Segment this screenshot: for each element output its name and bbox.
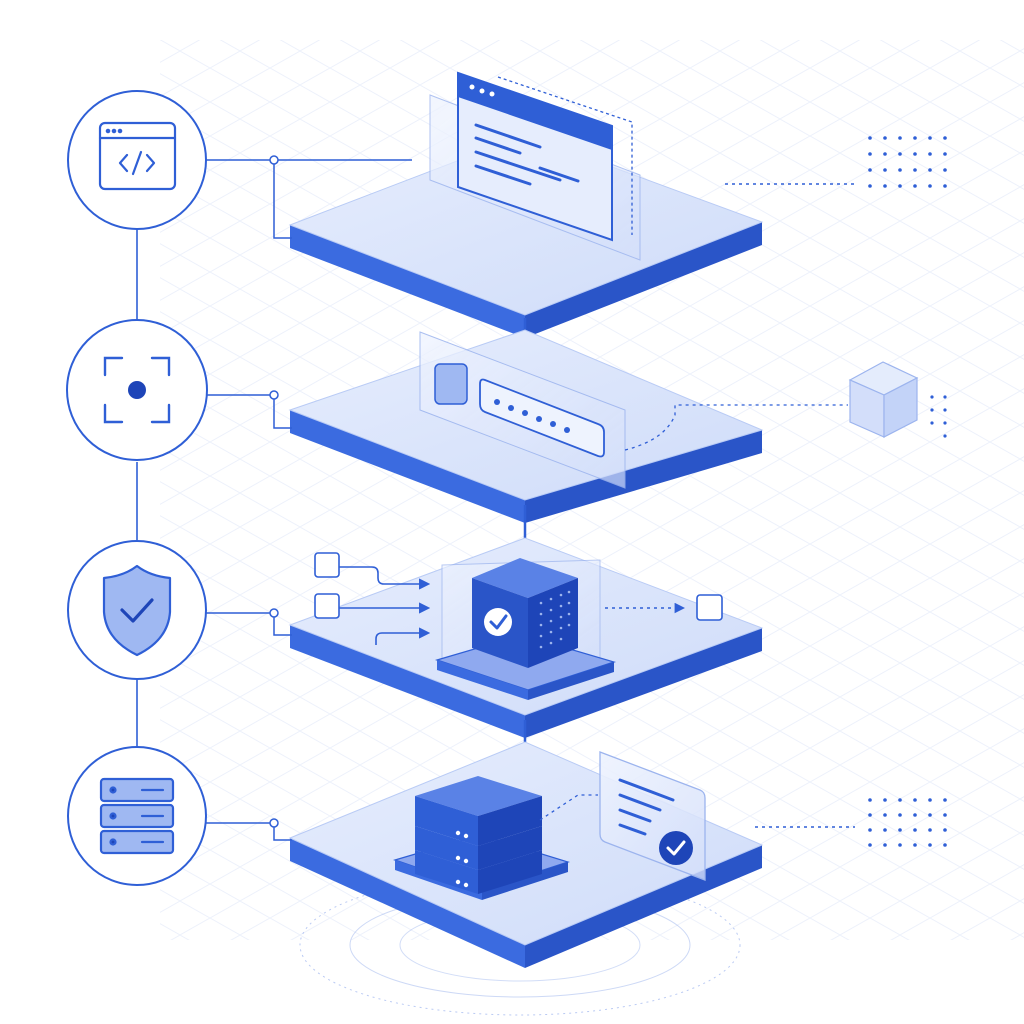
side-node-capture [66, 319, 292, 461]
input-nodes [314, 552, 431, 645]
avatar-tile [434, 363, 468, 405]
focus-capture-icon [103, 356, 171, 424]
document-lines [618, 778, 675, 836]
dashed-link [624, 404, 848, 451]
dot-matrix-4 [868, 798, 947, 847]
check-badge [659, 831, 693, 865]
connector-1 [206, 159, 412, 239]
browser-window [457, 71, 613, 242]
dashed-link [539, 794, 598, 821]
verified-document [599, 751, 706, 881]
layer-capture [288, 329, 848, 559]
right-decor-1 [725, 136, 947, 188]
connector-3 [206, 612, 292, 636]
code-lines [474, 123, 580, 186]
right-decor-2 [848, 361, 947, 438]
dot-matrix-1 [868, 136, 947, 188]
layer-security [288, 537, 764, 777]
side-node-code [67, 90, 412, 239]
layer-code [288, 71, 764, 362]
layer-storage [288, 741, 764, 968]
connector-2 [207, 394, 292, 429]
cube-dot-pattern [539, 590, 571, 649]
verified-compute-cube [472, 558, 578, 668]
code-icon [98, 121, 177, 191]
database-stack [415, 776, 542, 894]
output-node [696, 594, 723, 621]
shield-check-icon [102, 564, 172, 657]
plate-layer-1 [288, 134, 764, 338]
side-node-storage [67, 746, 292, 886]
dot-matrix-2 [930, 395, 947, 438]
connector-4 [206, 822, 292, 841]
floating-cube [848, 361, 919, 438]
right-decor-4 [755, 798, 947, 847]
server-lights [455, 830, 469, 888]
password-dots [494, 399, 570, 433]
side-node-security [67, 540, 292, 680]
server-stack-icon [99, 777, 175, 855]
dashed-outline [497, 76, 633, 235]
password-field [434, 363, 605, 458]
check-badge [484, 608, 512, 636]
